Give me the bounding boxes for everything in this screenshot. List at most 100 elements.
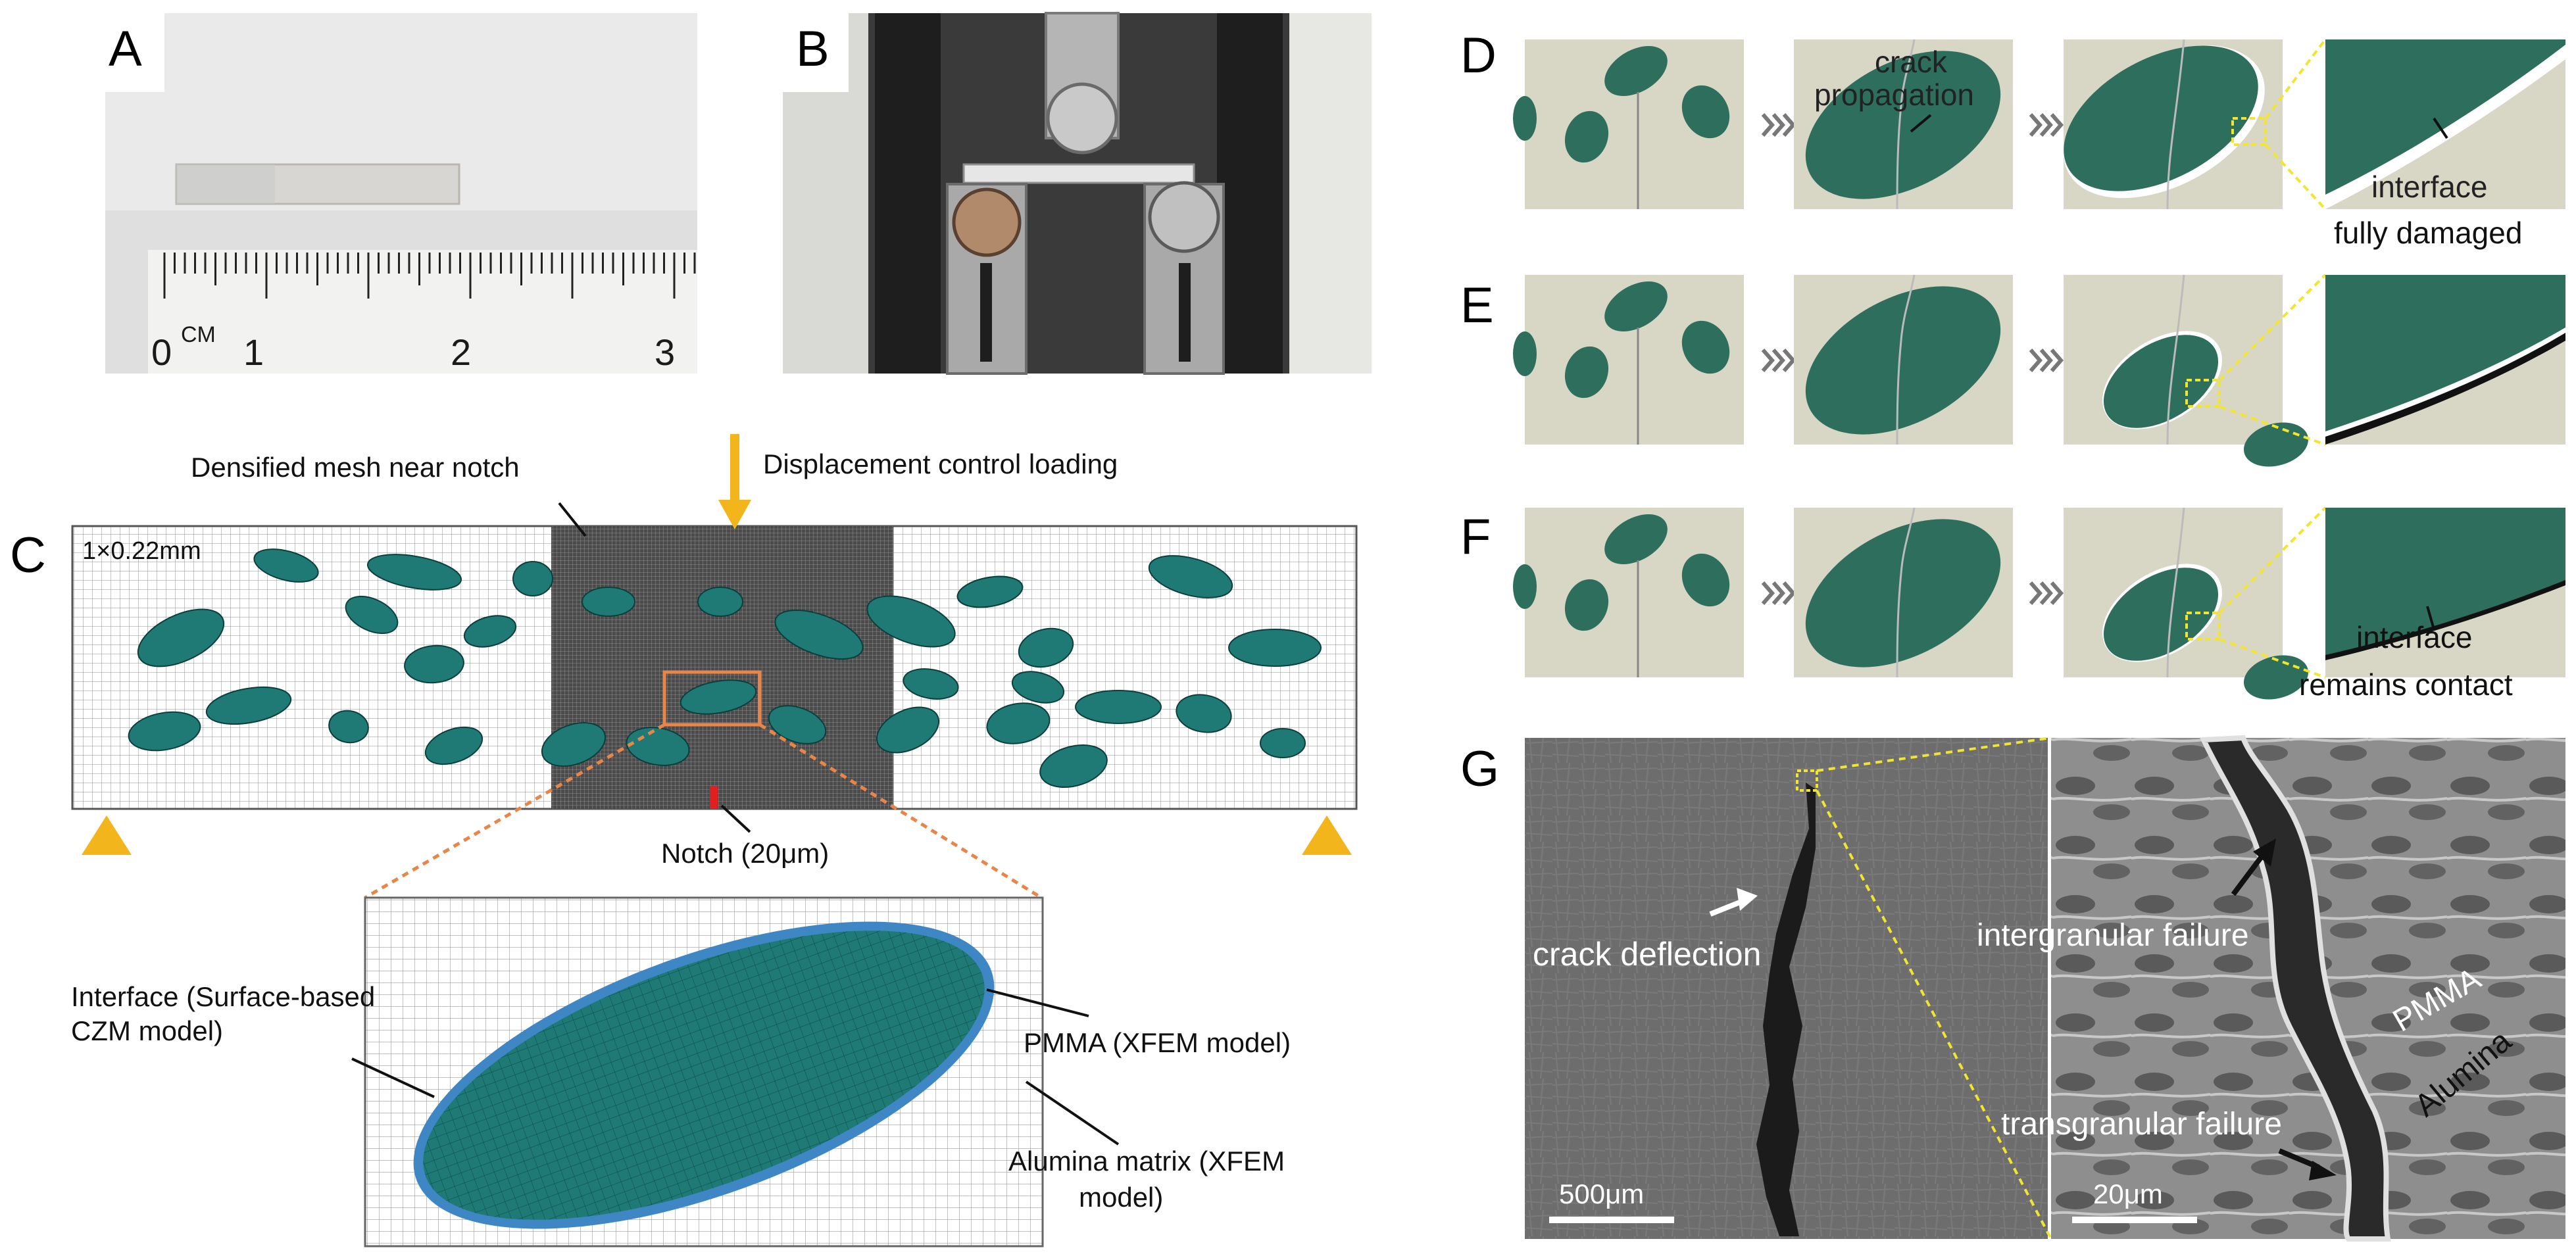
inclusion-1a bbox=[1604, 46, 1668, 96]
inclusion-3 bbox=[2103, 335, 2219, 428]
crack-line-2 bbox=[1896, 39, 1916, 210]
callout-line-bottom bbox=[2219, 405, 2326, 446]
panel-f: F bbox=[1460, 506, 2565, 700]
callout-line-top bbox=[2218, 506, 2327, 614]
sem-zoom-line-top bbox=[1816, 737, 2052, 772]
interface-pointer bbox=[351, 1057, 435, 1098]
interface-damaged-line2: fully damaged bbox=[2334, 216, 2522, 250]
scale-bar-left bbox=[1549, 1217, 1674, 1223]
panel-d: D bbox=[1460, 28, 2565, 210]
transgranular-label: transgranular failure bbox=[2001, 1107, 2282, 1142]
loading-label: Displacement control loading bbox=[763, 448, 1118, 479]
panel-b: B bbox=[783, 12, 1372, 375]
ruler-tick-1: 1 bbox=[243, 331, 264, 373]
inclusion-1b bbox=[1564, 110, 1609, 163]
pmma-inclusion-mesh bbox=[1228, 629, 1322, 667]
crack-deflection-arrow bbox=[1709, 898, 1745, 917]
densified-mesh-region bbox=[551, 526, 893, 809]
panel-c: C 1×0.22mm Densified mesh near notch Dis… bbox=[10, 434, 1358, 900]
inclusion-1c bbox=[1681, 320, 1730, 374]
pmma-inclusion-mesh bbox=[986, 702, 1051, 744]
inclusion-2 bbox=[1805, 51, 2001, 199]
sem-zoom-line-bottom bbox=[1816, 790, 2052, 1240]
pmma-inclusion-mesh bbox=[1018, 627, 1074, 668]
inclusion-1a bbox=[1604, 281, 1668, 331]
panel-label-e: E bbox=[1460, 278, 1494, 333]
callout-box bbox=[2185, 612, 2221, 641]
inclusion-2 bbox=[1805, 286, 2001, 435]
inclusion-1c bbox=[1681, 553, 1730, 607]
crack-line-3 bbox=[2166, 507, 2185, 678]
densified-mesh-label: Densified mesh near notch bbox=[191, 452, 520, 483]
panel-label-d: D bbox=[1460, 28, 1497, 84]
crack-label-line2: propagation bbox=[1814, 78, 1974, 112]
interface-pointer-detail bbox=[2426, 606, 2435, 630]
intergranular-label: intergranular failure bbox=[1977, 918, 2249, 953]
crack-line-2 bbox=[1896, 507, 1916, 678]
panel-e: E bbox=[1460, 274, 2565, 467]
sem-crack-detail bbox=[2199, 735, 2391, 1242]
pmma-inclusion-mesh bbox=[366, 554, 462, 591]
chevron-2 bbox=[2029, 581, 2064, 605]
panel-a-label-bg bbox=[92, 13, 164, 92]
pmma-inclusion-mesh bbox=[1075, 690, 1162, 724]
panel-label-f: F bbox=[1460, 509, 1491, 565]
pmma-inclusion-mesh bbox=[205, 687, 292, 725]
scale-right-label: 20μm bbox=[2093, 1178, 2163, 1209]
interface-damaged-line1: interface bbox=[2371, 170, 2487, 204]
support-pin-left bbox=[952, 187, 1022, 257]
panel-label-g: G bbox=[1460, 741, 1499, 797]
ruler bbox=[148, 250, 697, 374]
zoom-line-left bbox=[364, 723, 666, 900]
pmma-label: PMMA (XFEM model) bbox=[1024, 1027, 1291, 1058]
interface-contact-line1: interface bbox=[2356, 620, 2472, 654]
pmma-inclusion-mesh bbox=[128, 711, 201, 752]
inclusion-2 bbox=[1805, 519, 2001, 667]
pmma-inclusion-mesh bbox=[768, 705, 827, 744]
densified-mesh-pointer bbox=[558, 502, 587, 537]
crack-deflection-label: crack deflection bbox=[1533, 936, 1761, 973]
specimen-transparent-end bbox=[176, 164, 275, 204]
crack-line-2 bbox=[1896, 274, 1916, 445]
pmma-inclusion-mesh bbox=[1011, 671, 1065, 704]
inclusion-detail bbox=[2325, 39, 2565, 195]
alumina-label-line1: Alumina matrix (XFEM bbox=[1008, 1146, 1285, 1176]
inclusion-1b bbox=[1564, 346, 1609, 399]
pmma-inclusion-mesh bbox=[253, 548, 319, 583]
crack-pointer bbox=[1910, 114, 1932, 133]
notch-pointer bbox=[720, 804, 751, 833]
ruler-ticks bbox=[163, 253, 696, 299]
pmma-inclusion-mesh bbox=[680, 679, 757, 715]
pmma-inclusion-mesh bbox=[512, 561, 553, 596]
scale-text: 1×0.22mm bbox=[82, 537, 201, 565]
pmma-inclusion-mesh bbox=[697, 587, 743, 617]
scale-bar-right bbox=[2072, 1217, 2197, 1223]
inclusion-1c bbox=[1681, 85, 1730, 139]
crack-line-3 bbox=[2166, 39, 2185, 210]
inclusion-detail bbox=[2325, 275, 2565, 431]
pmma-inclusion-mesh bbox=[404, 644, 464, 684]
chevron-1 bbox=[1761, 113, 1796, 137]
inclusion-1d bbox=[1513, 331, 1537, 376]
interface-label-line2: CZM model) bbox=[71, 1015, 223, 1046]
chevron-1 bbox=[1761, 581, 1796, 605]
support-slot-right bbox=[1179, 263, 1191, 362]
callout-line-top bbox=[2264, 38, 2327, 120]
pmma-inclusion-mesh bbox=[876, 706, 940, 754]
panel-label-a: A bbox=[109, 21, 142, 77]
inclusion-3b bbox=[2243, 655, 2309, 700]
callout-line-bottom bbox=[2264, 143, 2327, 210]
panel-g: G crack deflection 500μm intergranular f… bbox=[1460, 735, 2565, 1242]
photo-b-column-left bbox=[875, 13, 941, 374]
zoom-line-right bbox=[758, 723, 1043, 900]
notch-label: Notch (20μm) bbox=[661, 838, 829, 869]
alumina-pointer bbox=[1025, 1080, 1120, 1146]
crack-line-3 bbox=[2166, 274, 2185, 445]
pmma-inclusion-mesh bbox=[328, 710, 369, 744]
photo-b-right-frame bbox=[1289, 13, 1372, 374]
sem-crack bbox=[1756, 783, 1816, 1236]
alumina-label-line2: model) bbox=[1079, 1182, 1163, 1213]
pmma-inclusion-mesh bbox=[774, 610, 864, 660]
callout-line-bottom bbox=[2219, 638, 2326, 679]
